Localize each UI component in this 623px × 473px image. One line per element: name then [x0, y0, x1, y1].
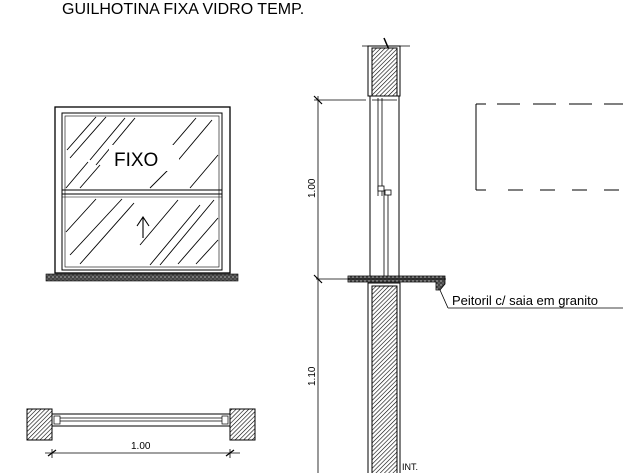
section-upper-height-label: 1.00: [307, 178, 318, 198]
sliding-up-arrow-icon: [136, 216, 150, 238]
window-section: 1.00 1.10 Peitoril c/ saia em granito IN…: [307, 37, 623, 473]
interior-label: INT.: [402, 462, 418, 472]
window-plan: 1.00: [26, 408, 256, 458]
plan-width-label: 1.00: [131, 441, 151, 452]
window-elevation: FIXO: [45, 106, 239, 282]
drawing-title: GUILHOTINA FIXA VIDRO TEMP.: [62, 1, 304, 18]
floor-strip: [45, 273, 239, 282]
section-lower-height-label: 1.10: [307, 366, 318, 386]
glass-hatch-bottom: [65, 198, 219, 266]
sill-callout-label: Peitoril c/ saia em granito: [452, 293, 598, 308]
fixed-pane-label: FIXO: [114, 150, 158, 171]
dashed-outline: [475, 103, 623, 191]
